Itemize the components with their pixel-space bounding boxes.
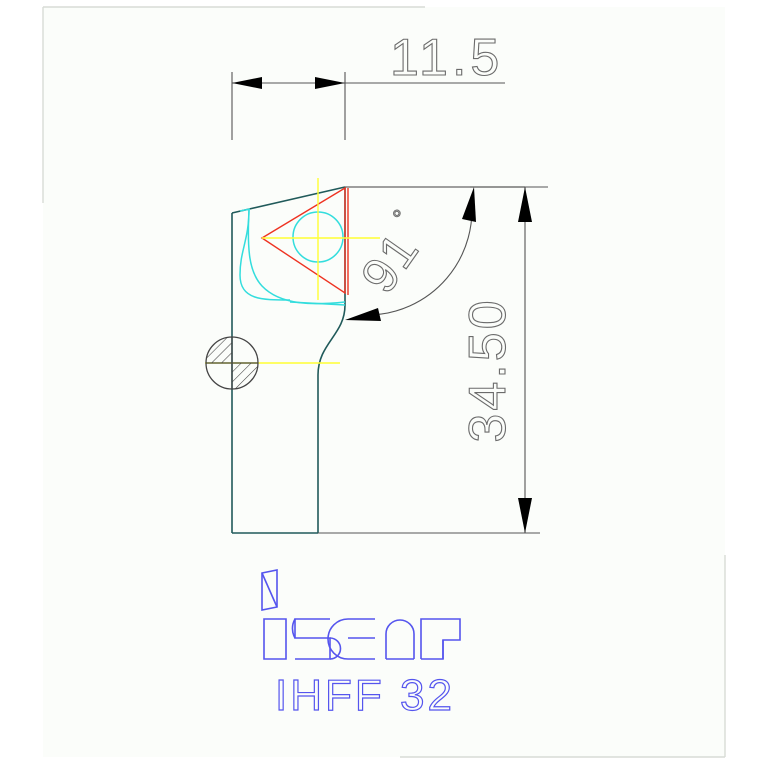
height-label-group: 34.50 (458, 297, 517, 443)
insert-triangle-outline (260, 186, 346, 295)
pocket-arc (239, 208, 291, 301)
angle-arrowhead-lower (345, 308, 381, 321)
dimension-width-11-5: 11.5 (231, 28, 505, 140)
sheet-frame (42, 6, 726, 758)
body-edge-top-slope (231, 186, 346, 214)
dimension-label-height: 34.50 (459, 297, 517, 442)
dimension-height-34-50: 34.50 (318, 186, 548, 534)
angle-arrowhead-upper (462, 187, 476, 222)
part-number-label: IHFF 32 (275, 671, 455, 720)
arrowhead-right (315, 77, 345, 89)
logo-letter-c (327, 618, 375, 660)
logo-letter-a (385, 619, 415, 659)
hatch-quadrant-upper-left (206, 337, 232, 363)
triangular-insert (260, 186, 349, 295)
logo-i-dot-diagonal (261, 572, 278, 608)
body-edge-scurve (317, 304, 346, 533)
arrowhead-left (232, 77, 262, 89)
pocket-bottom-edge (289, 301, 346, 306)
arrowhead-top (518, 187, 532, 222)
logo-letter-i (263, 618, 287, 660)
part-number-caption: IHFF 32 (274, 670, 455, 720)
logo-letter-s-arc-bottom (329, 637, 342, 660)
iscar-logo: iscar (261, 569, 461, 660)
hatch-quadrant-lower-right (232, 363, 258, 389)
dimension-label-width: 11.5 (390, 29, 503, 87)
logo-letter-s (294, 618, 331, 660)
arrowhead-bottom (518, 498, 532, 533)
sheet-background (43, 7, 725, 757)
section-symbol (205, 336, 259, 390)
logo-letter-s-arc-top (291, 618, 296, 639)
